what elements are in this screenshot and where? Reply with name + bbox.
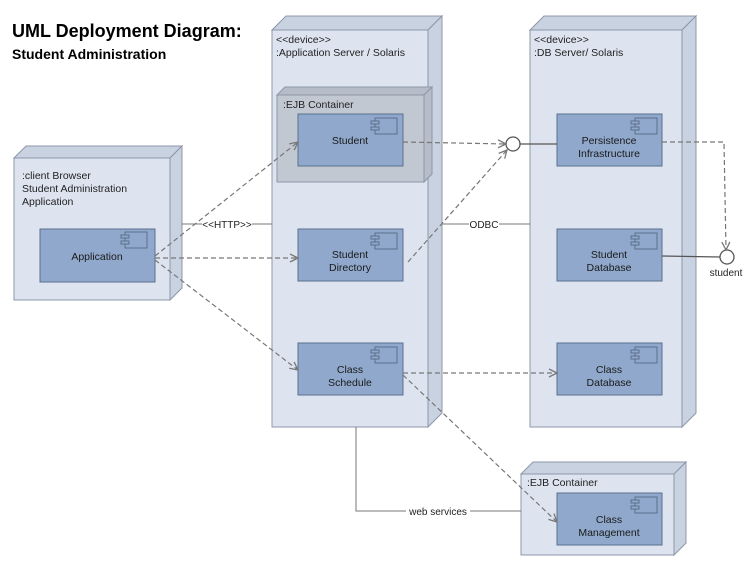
component-label: Class: [596, 514, 622, 526]
component-icon: [630, 232, 658, 250]
persistence-interface: [505, 136, 557, 152]
component-icon: [370, 232, 398, 250]
component-label: Persistence: [582, 135, 637, 147]
component-label: Management: [578, 527, 639, 539]
component-icon: [370, 346, 398, 364]
component-class-database: Class Database: [556, 342, 663, 396]
component-label: Database: [587, 377, 632, 389]
component-application: Application: [39, 228, 156, 283]
dependency-arrows: [154, 141, 726, 522]
component-label: Student: [332, 249, 368, 261]
db-server-name: :DB Server/ Solaris: [534, 47, 623, 59]
http-label: <<HTTP>>: [202, 220, 252, 231]
component-label: Student: [332, 135, 368, 147]
dependency-directory-persistence: [407, 150, 507, 263]
db-server-stereotype: <<device>>: [534, 34, 589, 46]
component-icon: [370, 117, 398, 135]
component-icon: [630, 346, 658, 364]
dependency-student-persistence: [402, 142, 506, 144]
component-student-directory: Student Directory: [297, 228, 404, 282]
component-icon: [630, 117, 658, 135]
app-server-stereotype: <<device>>: [276, 34, 331, 46]
component-class-schedule: Class Schedule: [297, 342, 404, 396]
student-interface-label: student: [710, 268, 743, 279]
component-class-management: Class Management: [556, 492, 663, 546]
diagram-title: UML Deployment Diagram:: [12, 21, 242, 41]
dependency-application-student: [154, 142, 298, 257]
client-node-label-1: :client Browser: [22, 170, 91, 182]
component-label: Schedule: [328, 377, 372, 389]
component-student: Student: [297, 113, 404, 167]
odbc-connection: ODBC: [442, 218, 530, 231]
component-label: Student: [591, 249, 627, 261]
component-student-database: Student Database: [556, 228, 663, 282]
dependency-schedule-class-management: [402, 374, 557, 522]
odbc-label: ODBC: [470, 220, 499, 231]
component-label: Class: [337, 364, 363, 376]
ejb-container-1-label: :EJB Container: [283, 99, 354, 111]
diagram-subtitle: Student Administration: [12, 46, 167, 62]
component-icon: [630, 496, 658, 514]
client-node-label-3: Application: [22, 196, 74, 208]
web-services-connection: web services: [355, 427, 521, 518]
component-persistence-infrastructure: Persistence Infrastructure: [556, 113, 663, 167]
component-label: Database: [587, 262, 632, 274]
component-label: Infrastructure: [578, 148, 640, 160]
dependency-application-class-schedule: [154, 259, 298, 370]
app-server-name: :Application Server / Solaris: [276, 47, 405, 59]
ejb-container-2-label: :EJB Container: [527, 477, 598, 489]
component-label: Application: [71, 251, 123, 263]
web-services-label: web services: [408, 507, 467, 518]
dependency-persistence-student-interface: [662, 141, 726, 250]
client-node-label-2: Student Administration: [22, 183, 127, 195]
component-label: Class: [596, 364, 622, 376]
component-icon: [120, 231, 148, 249]
http-connection: <<HTTP>>: [182, 218, 272, 231]
component-label: Directory: [329, 262, 372, 274]
